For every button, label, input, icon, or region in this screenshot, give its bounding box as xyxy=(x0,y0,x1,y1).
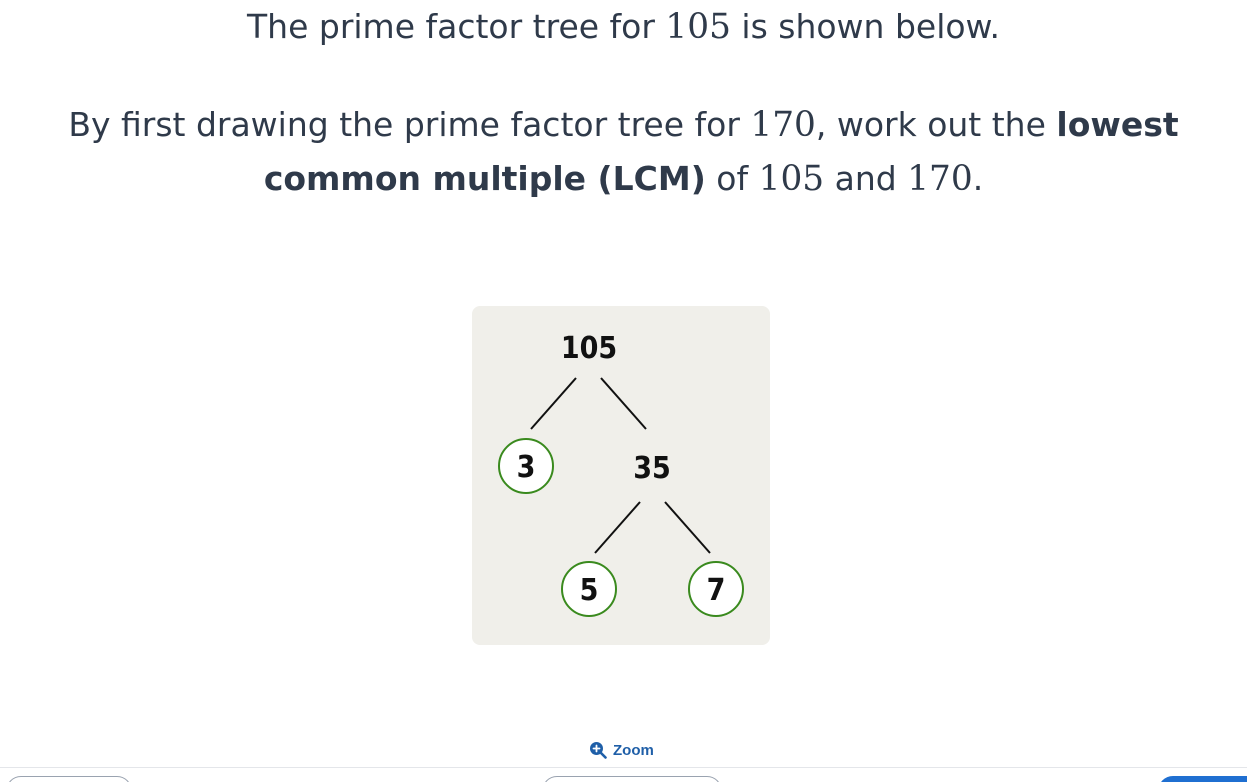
instruction-number-170-second: 170 xyxy=(907,159,973,199)
zoom-in-icon xyxy=(590,742,607,759)
factor-tree-svg: 105 3 35 5 7 xyxy=(498,331,744,617)
tree-prime-3: 3 xyxy=(517,450,536,485)
branch-line-35-left xyxy=(594,501,641,554)
instruction-text-of: of xyxy=(705,159,759,198)
instruction-text-mid: , work out the xyxy=(815,105,1057,144)
branch-line-35-right xyxy=(664,501,711,554)
instruction-period: . xyxy=(972,159,984,198)
footer-center-button[interactable] xyxy=(542,776,722,782)
footer-left-button[interactable] xyxy=(6,776,132,782)
branch-line-root-right xyxy=(600,377,647,430)
factor-tree-diagram: 105 3 35 5 7 xyxy=(472,306,770,645)
footer-divider xyxy=(0,767,1247,768)
tree-prime-5: 5 xyxy=(580,573,599,608)
instruction-text-and: and xyxy=(824,159,908,198)
tree-root-105: 105 xyxy=(561,331,617,366)
zoom-button[interactable]: Zoom xyxy=(589,741,654,759)
question-instruction: By first drawing the prime factor tree f… xyxy=(60,98,1187,206)
lcm-term: lowest common multiple (LCM) xyxy=(263,105,1179,198)
intro-text-end: is shown below. xyxy=(730,7,1000,46)
instruction-number-105: 105 xyxy=(758,159,825,199)
prime-circle-3 xyxy=(498,438,554,494)
prime-circle-5 xyxy=(561,561,617,617)
instruction-text-start: By first drawing the prime factor tree f… xyxy=(68,105,751,144)
footer-primary-button[interactable] xyxy=(1158,776,1247,782)
intro-number: 105 xyxy=(665,7,731,47)
question-intro: The prime factor tree for 105 is shown b… xyxy=(0,5,1247,49)
instruction-number-170: 170 xyxy=(750,105,816,145)
intro-text-start: The prime factor tree for xyxy=(247,7,666,46)
prime-circle-7 xyxy=(688,561,744,617)
tree-prime-7: 7 xyxy=(707,573,726,608)
zoom-label: Zoom xyxy=(613,741,654,759)
branch-line-root-left xyxy=(530,377,577,430)
tree-node-35: 35 xyxy=(633,451,671,486)
